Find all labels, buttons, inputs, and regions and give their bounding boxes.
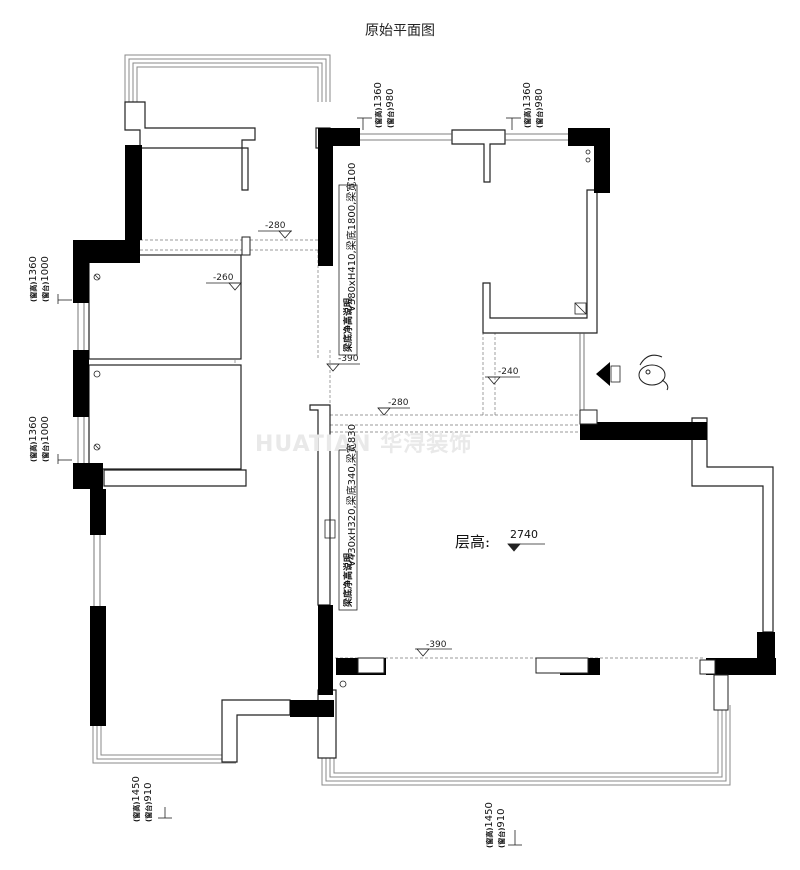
plan-title: 原始平面图 bbox=[365, 23, 435, 39]
entrance-arrow bbox=[596, 362, 621, 386]
window-note-bottom-left-sill: (窗台)910 bbox=[143, 782, 154, 823]
level-label: -280 bbox=[265, 221, 286, 231]
window-note-top-right-sill: (窗台)980 bbox=[534, 88, 545, 129]
beam-note-upper: V380xH410,梁底1800,梁宽100 bbox=[347, 162, 358, 312]
window-note-bottom-right: (窗高)1450 bbox=[484, 802, 495, 848]
window-note-left-lower: (窗高)1360 bbox=[28, 416, 39, 462]
door-jambs bbox=[241, 236, 729, 711]
watermark: HUATIAN 华浔装饰 bbox=[255, 432, 473, 457]
level-label: -260 bbox=[213, 273, 234, 283]
window-note-left-lower-sill: (窗台)1000 bbox=[40, 416, 51, 462]
level-label: -240 bbox=[498, 367, 519, 377]
window-note-top-left: (窗高)1360 bbox=[373, 82, 384, 128]
balcony-railings bbox=[92, 54, 731, 786]
level-label: -390 bbox=[338, 354, 359, 364]
ceiling-height-label: 层高: bbox=[455, 533, 491, 551]
drain-symbols bbox=[93, 149, 591, 688]
level-markers bbox=[206, 230, 545, 657]
thin-walls bbox=[88, 101, 774, 763]
window-note-top-left-sill: (窗台)980 bbox=[385, 88, 396, 129]
level-label: -390 bbox=[426, 640, 447, 650]
mascot-icon bbox=[638, 354, 669, 391]
window-leaders bbox=[57, 117, 522, 846]
window-note-bottom-right-sill: (窗台)910 bbox=[496, 808, 507, 849]
beam-note-lower: V430xH320,梁底340,梁宽830 bbox=[347, 424, 358, 567]
level-label: -280 bbox=[388, 398, 409, 408]
windows bbox=[77, 133, 585, 606]
window-note-bottom-left: (窗高)1450 bbox=[131, 776, 142, 822]
window-note-top-right: (窗高)1360 bbox=[522, 82, 533, 128]
window-note-left-upper: (窗高)1360 bbox=[28, 256, 39, 302]
window-note-left-upper-sill: (窗台)1000 bbox=[40, 256, 51, 302]
ceiling-height-value: 2740 bbox=[510, 528, 538, 541]
beam-note-boxes bbox=[338, 184, 358, 611]
